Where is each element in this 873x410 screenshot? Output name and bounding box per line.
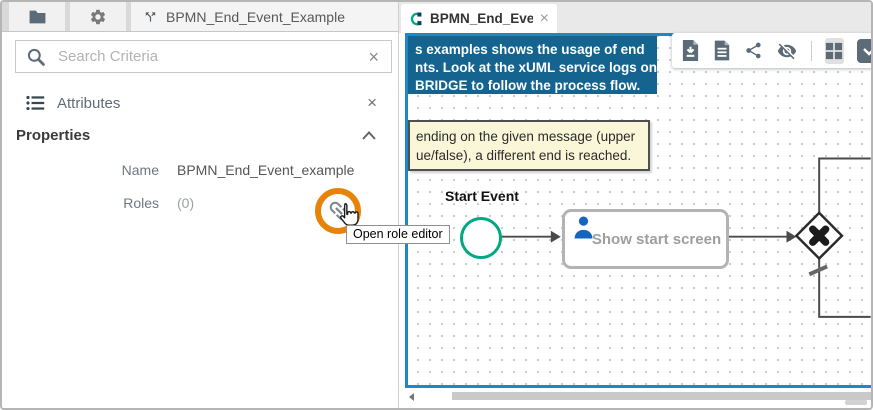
info-line: s examples shows the usage of end xyxy=(415,42,645,57)
open-role-editor-button[interactable] xyxy=(326,198,352,229)
diagram-canvas[interactable] xyxy=(408,36,871,388)
info-annotation[interactable]: s examples shows the usage of end nts. L… xyxy=(408,36,657,94)
editor-tab-label: BPMN_End_Event_ex... xyxy=(430,11,533,26)
log-button[interactable] xyxy=(713,40,731,61)
search-clear-icon[interactable]: × xyxy=(368,46,379,67)
task-node[interactable]: Show start screen xyxy=(562,209,729,269)
resize-grip[interactable] xyxy=(845,400,867,405)
collapse-button[interactable] xyxy=(857,38,871,63)
user-task-icon xyxy=(574,216,593,239)
share-button[interactable] xyxy=(744,41,763,60)
left-panel-tab[interactable]: BPMN_End_Event_Example xyxy=(131,2,398,31)
hide-button[interactable] xyxy=(776,41,798,61)
note-line: ue/false), a different end is reached. xyxy=(416,148,632,163)
horizontal-scrollbar[interactable] xyxy=(452,392,871,400)
left-tab-label: BPMN_End_Event_Example xyxy=(166,8,345,25)
start-event-label: Start Event xyxy=(445,188,519,204)
info-line: BRIDGE to follow the process flow. xyxy=(415,78,641,93)
link-icon xyxy=(329,201,349,221)
flow-icon xyxy=(145,11,156,22)
tooltip: Open role editor xyxy=(346,225,450,244)
folder-icon xyxy=(29,10,45,23)
grid-icon xyxy=(826,42,843,59)
start-event-node[interactable] xyxy=(460,217,502,259)
scroll-left-icon[interactable] xyxy=(409,393,414,401)
toolbar-divider xyxy=(811,40,812,61)
name-value[interactable]: BPMN_End_Event_example xyxy=(177,162,355,178)
roles-value: (0) xyxy=(177,195,195,211)
eye-off-icon xyxy=(777,43,797,59)
bpmn-diagram-icon xyxy=(410,12,422,25)
task-label: Show start screen xyxy=(591,230,722,248)
roles-label: Roles xyxy=(123,195,159,211)
search-bar[interactable]: × xyxy=(15,40,392,73)
grid-view-button[interactable] xyxy=(824,37,844,64)
note-line: ending on the given message (upper xyxy=(416,129,636,144)
attributes-title: Attributes xyxy=(57,94,121,112)
download-button[interactable] xyxy=(681,40,700,61)
document-icon xyxy=(714,40,730,61)
attributes-header: Attributes × xyxy=(2,90,398,116)
chevron-up-icon[interactable] xyxy=(362,130,376,140)
canvas-toolbar xyxy=(672,33,871,68)
settings-button[interactable] xyxy=(70,2,126,31)
diagram-editor-panel: BPMN_End_Event_ex... × xyxy=(399,2,871,408)
search-icon xyxy=(27,48,45,66)
note-annotation[interactable]: ending on the given message (upper ue/fa… xyxy=(408,120,650,171)
share-icon xyxy=(746,42,761,59)
attributes-close-icon[interactable]: × xyxy=(367,93,377,112)
folder-button[interactable] xyxy=(9,2,65,31)
tab-close-icon[interactable]: × xyxy=(539,9,549,27)
gear-icon xyxy=(90,9,106,24)
left-panel-header: BPMN_End_Event_Example xyxy=(2,2,398,32)
roles-field-row: Roles (0) xyxy=(2,192,398,214)
list-icon xyxy=(26,95,45,111)
name-label: Name xyxy=(121,162,159,178)
chevron-down-icon xyxy=(857,38,871,63)
download-icon xyxy=(682,40,699,61)
editor-tab[interactable]: BPMN_End_Event_ex... × xyxy=(401,4,557,33)
editor-tab-bar: BPMN_End_Event_ex... × xyxy=(399,2,871,33)
search-input[interactable] xyxy=(58,48,357,65)
name-field-row: Name BPMN_End_Event_example xyxy=(2,159,398,181)
properties-section-header[interactable]: Properties xyxy=(2,122,398,148)
info-line: nts. Look at the xUML service logs on xyxy=(415,60,657,75)
properties-title: Properties xyxy=(16,126,91,144)
